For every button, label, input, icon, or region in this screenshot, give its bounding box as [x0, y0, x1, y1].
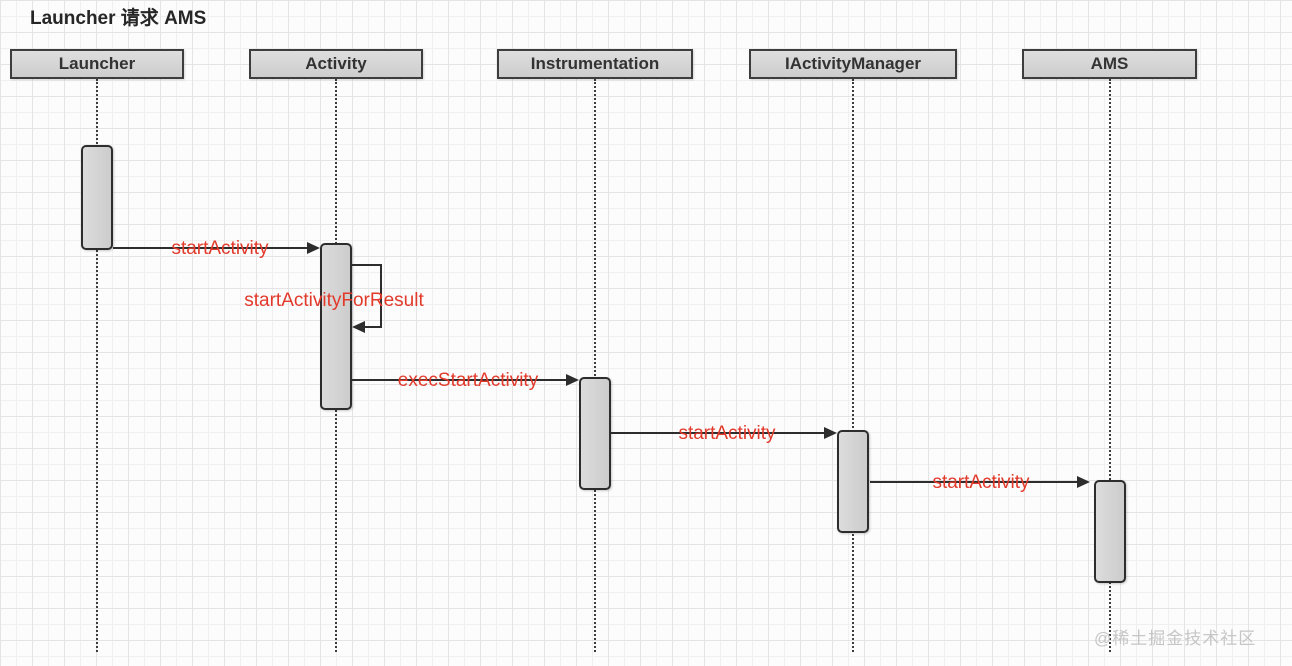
message-line-execStartActivity	[352, 379, 568, 381]
diagram-title: Launcher 请求 AMS	[30, 8, 207, 29]
lifeline-launcher	[96, 79, 98, 652]
message-label: startActivity	[932, 472, 1030, 493]
lifeline-iactivitymanager	[852, 79, 854, 652]
lifeline-instrumentation	[594, 79, 596, 652]
self-message-top-line	[352, 264, 382, 266]
message-line-startActivity	[113, 247, 309, 249]
lifeline-ams	[1109, 79, 1111, 652]
activation-bar-launcher	[81, 145, 113, 250]
arrowhead-icon	[352, 321, 365, 333]
message-line-startActivity	[611, 432, 826, 434]
actor-label: Instrumentation	[530, 54, 660, 73]
actor-label: Launcher	[58, 54, 136, 73]
actor-box-activity: Activity	[249, 49, 423, 79]
activation-bar-activity	[320, 243, 352, 410]
actor-box-ams: AMS	[1022, 49, 1197, 79]
arrowhead-icon	[307, 242, 320, 254]
message-label: startActivityForResult	[244, 290, 424, 311]
actor-label: IActivityManager	[784, 54, 922, 73]
arrowhead-icon	[1077, 476, 1090, 488]
activation-bar-iactivitymanager	[837, 430, 869, 533]
activation-bar-instrumentation	[579, 377, 611, 490]
actor-box-instrumentation: Instrumentation	[497, 49, 693, 79]
message-line-startActivity	[870, 481, 1079, 483]
message-label: startActivity	[171, 238, 269, 259]
actor-box-iactivitymanager: IActivityManager	[749, 49, 957, 79]
watermark-text: @稀土掘金技术社区	[1094, 629, 1257, 648]
self-message-side-line	[380, 264, 382, 328]
self-message-bottom-line	[364, 326, 382, 328]
arrowhead-icon	[824, 427, 837, 439]
actor-box-launcher: Launcher	[10, 49, 184, 79]
actor-label: AMS	[1090, 54, 1129, 73]
activation-bar-ams	[1094, 480, 1126, 583]
message-label: startActivity	[678, 423, 776, 444]
actor-label: Activity	[305, 54, 367, 73]
arrowhead-icon	[566, 374, 579, 386]
message-label: execStartActivity	[397, 370, 539, 391]
